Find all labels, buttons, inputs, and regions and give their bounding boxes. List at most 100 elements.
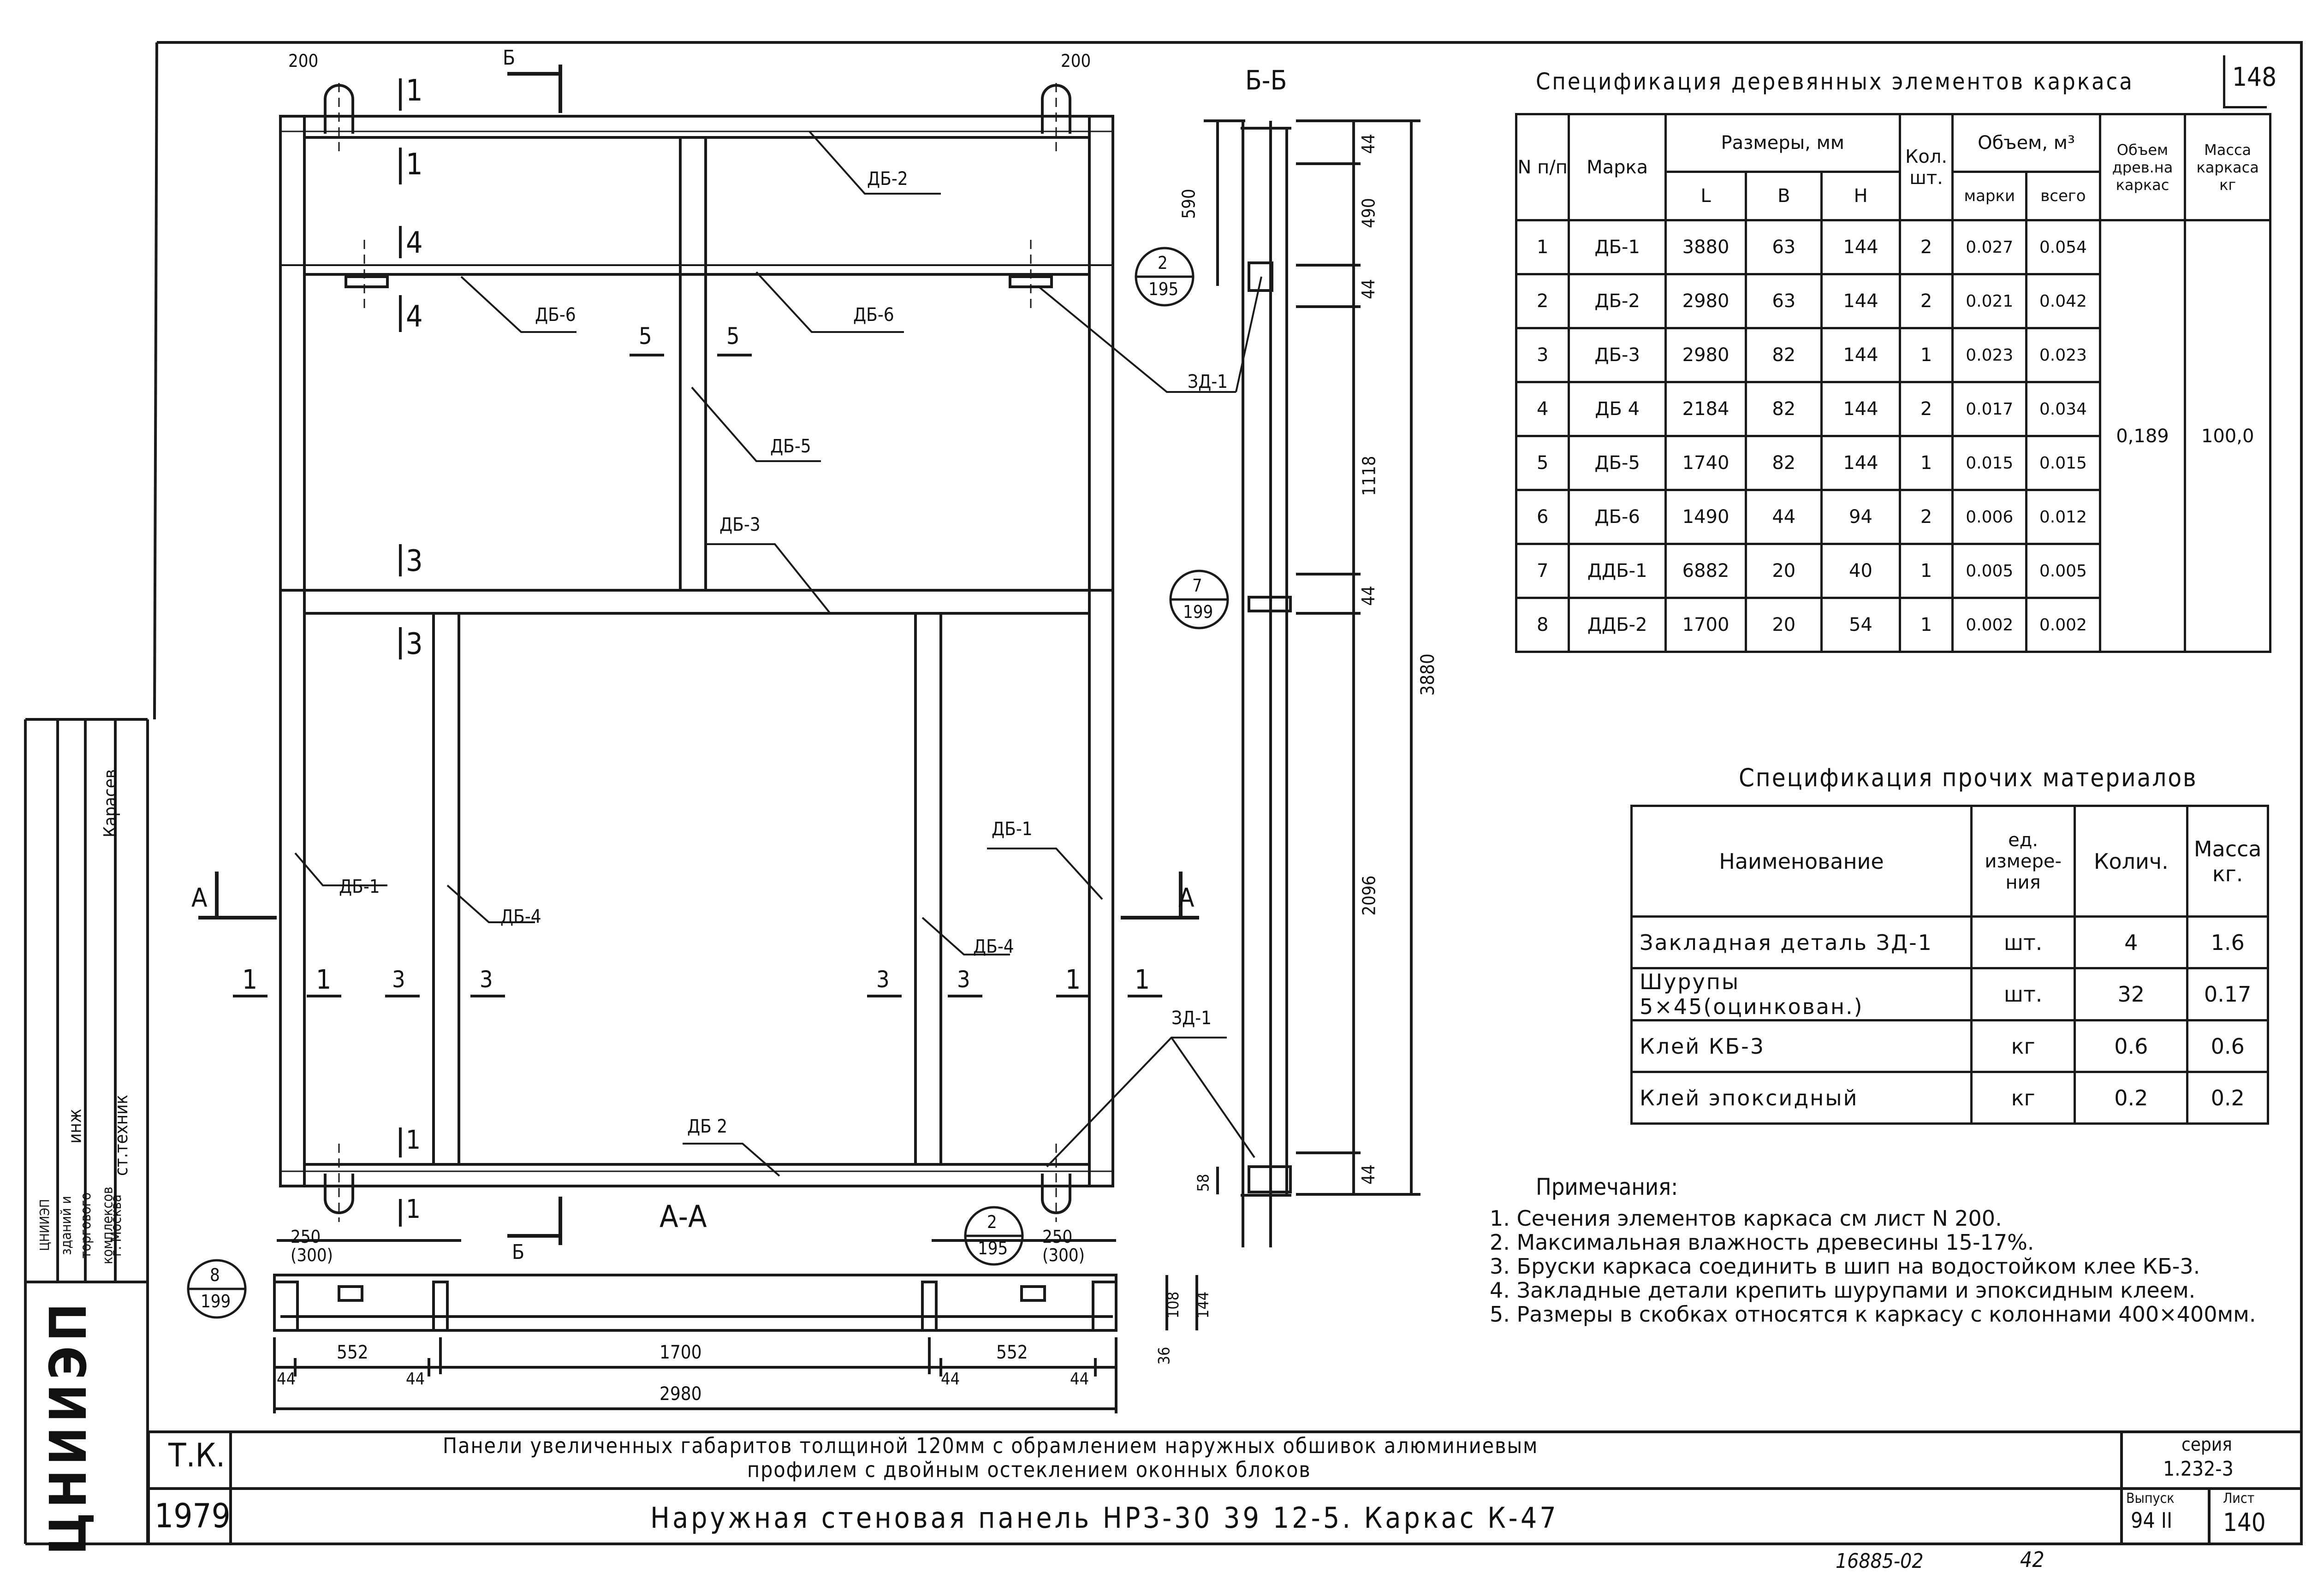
cell-mark: ДБ 4 — [1568, 381, 1667, 437]
cell-qty: 1 — [1898, 597, 1954, 653]
tb-series: 1.232-3 — [2163, 1457, 2234, 1481]
tb-tk: Т.К. — [168, 1436, 226, 1474]
cut-mark-b-bottom: Б — [512, 1240, 525, 1264]
cell-unit: шт. — [1970, 915, 2076, 969]
label-zd1-bottom: ЗД-1 — [1171, 1008, 1212, 1029]
cell-unit: кг — [1970, 1019, 2076, 1073]
dim-top-left: 200 — [288, 51, 319, 71]
cell-mark: ДБ-2 — [1568, 273, 1667, 329]
cut-mark-a-right: А — [1178, 883, 1195, 913]
callout-4-top: 2 — [987, 1212, 997, 1232]
cell-H: 144 — [1820, 381, 1901, 437]
cell-mark: ДБ-1 — [1568, 219, 1667, 275]
note-item: 2. Максимальная влажность древесины 15-1… — [1490, 1230, 2034, 1255]
cell-vt: 0.023 — [2025, 327, 2101, 383]
label-db6-left: ДБ-6 — [535, 304, 576, 326]
handwritten-page: 42 — [2020, 1547, 2044, 1572]
cell-L: 2980 — [1664, 273, 1747, 329]
callout-2-top: 7 — [1192, 576, 1202, 596]
dim-3880: 3880 — [1417, 653, 1438, 696]
cell-B: 44 — [1745, 489, 1823, 545]
th-name: Наименование — [1630, 805, 1973, 918]
stamp-line-6: ст.техник — [111, 1095, 131, 1176]
dim-44-g: 44 — [941, 1370, 960, 1388]
dim-250-a: 250 — [291, 1227, 321, 1247]
note-item: 4. Закладные детали крепить шурупами и э… — [1490, 1278, 2196, 1303]
dim-58: 58 — [1194, 1174, 1213, 1192]
th-vol-wood: Объем древ.на каркас — [2098, 113, 2187, 221]
th-unit: ед. измере-ния — [1970, 805, 2076, 918]
cut-mark-b-top: Б — [503, 46, 516, 70]
callout-4-bottom: 195 — [978, 1238, 1008, 1258]
tb-series-label: серия — [2181, 1434, 2232, 1455]
cell-mass: 0.17 — [2186, 967, 2269, 1021]
cell-L: 1700 — [1664, 597, 1747, 653]
cell-qty: 1 — [1898, 543, 1954, 599]
th-mass2: Масса кг. — [2186, 805, 2269, 918]
stamp-line-3: торгового — [78, 1192, 95, 1259]
dim-36: 36 — [1155, 1347, 1174, 1365]
cut-mark-1-bot-b: 1 — [406, 1194, 421, 1224]
spec1-title: Спецификация деревянных элементов каркас… — [1536, 68, 2134, 95]
cell-name: Клей КБ-3 — [1630, 1019, 1973, 1073]
cell-qty: 1 — [1898, 327, 1954, 383]
cell-B: 20 — [1745, 597, 1823, 653]
cell-H: 144 — [1820, 219, 1901, 275]
cell-B: 82 — [1745, 435, 1823, 491]
cut-mark-a-left: А — [191, 883, 208, 913]
spec2-title: Спецификация прочих материалов — [1739, 763, 2198, 792]
callout-2-bottom: 199 — [1183, 602, 1213, 622]
stamp-line-8: Карасев — [100, 769, 120, 837]
section-bb-label: Б-Б — [1245, 65, 1287, 96]
dim-top-right: 200 — [1061, 51, 1091, 71]
cell-unit: кг — [1970, 1071, 2076, 1125]
section-aa-label: А-А — [660, 1199, 707, 1234]
cut-3-c: 3 — [876, 966, 890, 993]
cut-3-d: 3 — [957, 966, 970, 993]
cell-H: 54 — [1820, 597, 1901, 653]
tb-year: 1979 — [155, 1496, 231, 1535]
wood-elements-table: N п/п Марка Размеры, мм Кол. шт. Объем, … — [1515, 113, 2271, 653]
tb-line1: Панели увеличенных габаритов толщиной 12… — [443, 1433, 1539, 1458]
cell-name: Шурупы 5×45(оцинкован.) — [1630, 967, 1973, 1021]
dim-108: 108 — [1164, 1291, 1183, 1319]
cell-n: 2 — [1515, 273, 1570, 329]
cell-n: 8 — [1515, 597, 1570, 653]
dim-44-a: 44 — [1358, 134, 1379, 154]
callout-3-top: 8 — [210, 1265, 220, 1285]
label-db2-top: ДБ-2 — [867, 168, 908, 190]
stamp-line-4: зданий и — [58, 1196, 75, 1255]
label-db3: ДБ-3 — [719, 514, 761, 535]
cell-qty: 32 — [2074, 967, 2189, 1021]
dim-300-a: (300) — [291, 1245, 333, 1265]
cell-vt: 0.042 — [2025, 273, 2101, 329]
cut-mark-3-a: 3 — [406, 544, 423, 578]
other-materials-table: Наименование ед. измере-ния Колич. Масса… — [1630, 805, 2269, 1125]
cell-L: 2184 — [1664, 381, 1747, 437]
th-L: L — [1664, 171, 1747, 221]
cell-vt: 0.002 — [2025, 597, 2101, 653]
cut-3-a: 3 — [392, 966, 405, 993]
cell-mark: ДДБ-1 — [1568, 543, 1667, 599]
cut-mark-1-top-b: 1 — [406, 148, 423, 182]
note-item: 3. Бруски каркаса соединить в шип на вод… — [1490, 1254, 2200, 1279]
cell-vm: 0.017 — [1951, 381, 2028, 437]
handwritten-code: 16885-02 — [1836, 1549, 1924, 1573]
dim-44-h: 44 — [1070, 1370, 1089, 1388]
cell-qty: 0.6 — [2074, 1019, 2189, 1073]
label-db6-right: ДБ-6 — [853, 304, 894, 326]
cell-mass: 0.2 — [2186, 1071, 2269, 1125]
dim-144: 144 — [1194, 1291, 1213, 1319]
tb-main-title: Наружная стеновая панель НРЗ-30 39 12-5.… — [650, 1501, 1559, 1535]
cell-vm: 0.005 — [1951, 543, 2028, 599]
cell-mass: 0.6 — [2186, 1019, 2269, 1073]
label-db1-right: ДБ-1 — [992, 819, 1033, 840]
stamp-line-2: комплексов — [100, 1187, 116, 1264]
cell-mark: ДБ-5 — [1568, 435, 1667, 491]
cell-qty: 1 — [1898, 435, 1954, 491]
